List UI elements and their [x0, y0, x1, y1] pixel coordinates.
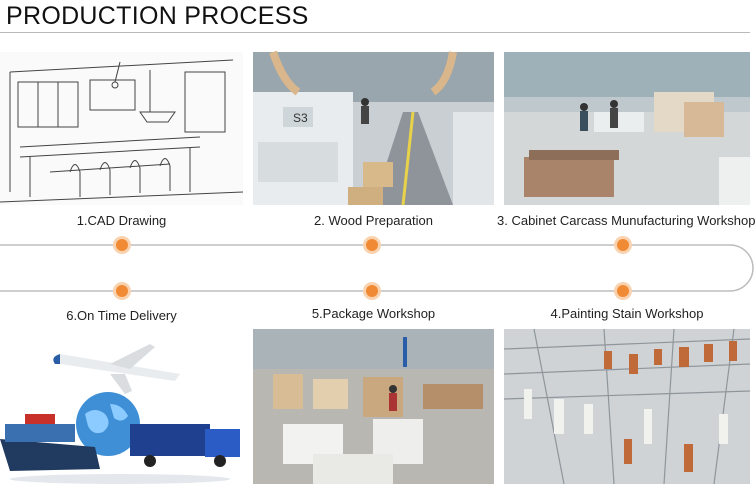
step-5-marker [366, 285, 378, 297]
process-track [0, 244, 754, 292]
page-title: PRODUCTION PROCESS [6, 2, 309, 30]
step-1-marker [116, 239, 128, 251]
step-6-label: 6.On Time Delivery [66, 308, 177, 323]
delivery-photo [0, 329, 243, 484]
wood-preparation-photo: S3 [253, 50, 494, 206]
step-4-marker [617, 285, 629, 297]
step-3-marker [617, 239, 629, 251]
step-1-label: 1.CAD Drawing [76, 213, 167, 228]
carcass-workshop-photo [504, 52, 750, 205]
step-6-marker [116, 285, 128, 297]
cad-drawing-photo [0, 52, 244, 205]
step-2-marker [366, 239, 378, 251]
title-divider [0, 32, 750, 33]
painting-workshop-photo [503, 328, 751, 485]
step-4-label: 4.Painting Stain Workshop [550, 306, 704, 321]
step-5-label: 5.Package Workshop [311, 306, 436, 321]
step-2-label: 2. Wood Preparation [314, 213, 433, 228]
package-workshop-photo [253, 329, 494, 484]
step-3-label: 3. Cabinet Carcass Munufacturing Worksho… [497, 213, 755, 228]
svg-text:S3: S3 [293, 111, 308, 125]
